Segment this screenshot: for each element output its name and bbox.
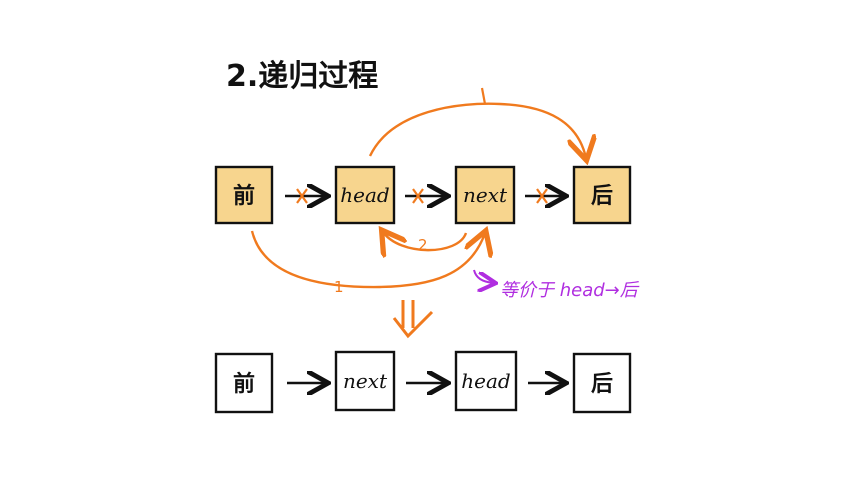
bottom-node-prev: 前	[214, 352, 274, 414]
bottom-node-rest: 后	[572, 352, 632, 414]
equivalent-annotation: 等价于 head→后	[500, 280, 640, 301]
bottom-node-head-label: head	[461, 369, 510, 393]
transform-down-arrow	[392, 300, 434, 339]
top-node-head-label: head	[340, 183, 389, 207]
bottom-node-next: next	[334, 350, 396, 412]
top-row: 前 head next 后	[214, 165, 632, 225]
cross-mark-3	[536, 188, 548, 204]
top-node-prev: 前	[214, 165, 274, 225]
top-node-head: head	[334, 165, 396, 225]
bottom-node-prev-label: 前	[233, 371, 255, 397]
cross-mark-1	[296, 188, 308, 204]
orange-curve-step1	[250, 231, 485, 289]
step2-label: 2	[418, 236, 428, 254]
top-node-next-label: next	[463, 183, 508, 207]
bottom-node-rest-label: 后	[591, 372, 613, 397]
bottom-row: 前 next head 后	[214, 350, 632, 414]
bottom-node-next-label: next	[343, 369, 388, 393]
orange-curve-step2	[383, 232, 468, 250]
diagram-title: 2.递归过程	[226, 59, 378, 94]
orange-arc-head-to-rest	[368, 102, 586, 158]
top-node-next-rest: 后	[572, 165, 632, 225]
bottom-node-head: head	[454, 350, 518, 412]
top-node-next: next	[454, 165, 516, 225]
purple-pointer-arrow	[473, 269, 494, 283]
step1-label: 1	[334, 278, 344, 296]
top-node-prev-label: 前	[233, 183, 255, 209]
cross-mark-2	[412, 188, 424, 204]
top-node-rest-label: 后	[591, 184, 613, 209]
orange-arc-tick	[480, 87, 487, 105]
